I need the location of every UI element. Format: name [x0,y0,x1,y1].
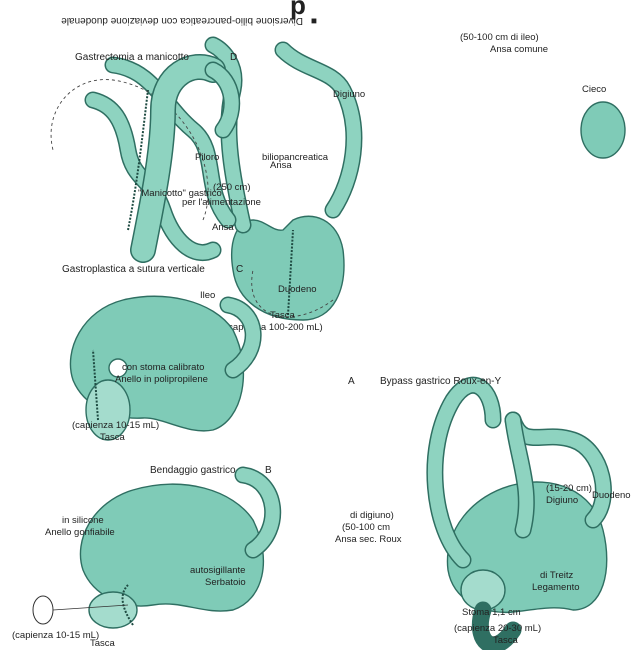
e-label-cieco: Cieco [582,84,606,95]
b-letter: B [265,465,272,476]
a-label-digiuno: Digiuno [546,495,578,506]
d-letter: D [230,52,237,63]
rotated-figure: Diversione bilio-pancreatica con deviazi… [12,15,631,649]
c-label-anello: Anello in polipropilene [115,374,208,385]
a-label-duodeno: Duodeno [592,490,631,501]
a-label-di-treitz: di Treitz [540,570,574,581]
c-label-stoma: con stoma calibrato [122,362,204,373]
b-label-serbatoio: Serbatoio [205,577,246,588]
panel-b-pouch [89,592,137,628]
c-label-tasca-cap: (capienza 10-15 mL) [72,420,159,431]
panel-b: Tasca (capienza 10-15 mL) Serbatoio auto… [12,465,273,649]
panel-c-pouch [86,380,130,440]
e-label-tasca: Tasca [270,310,296,321]
a-label-ansa-len: (50-100 cm [342,522,390,533]
c-label-tasca: Tasca [100,432,126,443]
b-title: Bendaggio gastrico [150,465,236,476]
panel-e-corner: ■ [311,15,317,26]
a-title: Bypass gastrico Roux-en-Y [380,376,501,387]
e-label-ansa-comune: Ansa comune [490,44,548,55]
a-label-digiuno-len: (15-20 cm) [546,483,592,494]
e-label-duodeno: Duodeno [278,284,317,295]
a-letter: A [348,376,355,387]
b-label-anello: Anello gonfiabile [45,527,115,538]
a-label-stoma: Stoma 1,1 cm [462,607,521,618]
d-label-piloro: Piloro [195,152,219,163]
a-label-ansa-len2: di digiuno) [350,510,394,521]
panel-e-title: Diversione bilio-pancreatica con deviazi… [61,15,303,26]
b-label-autosig: autosigillante [190,565,245,576]
d-title: Gastrectomia a manicotto [75,52,189,63]
c-letter: C [236,264,243,275]
e-label-ileo: Ileo [200,290,215,301]
panel-e-cecum [581,102,625,158]
c-title: Gastroplastica a sutura verticale [62,264,205,275]
b-label-tasca-cap: (capienza 10-15 mL) [12,630,99,641]
b-label-silicone: in silicone [62,515,104,526]
a-label-ansa-sec: Ansa sec. Roux [335,534,402,545]
e-label-ansa-alim: Ansa [212,222,234,233]
panel-b-port [33,596,53,624]
panel-a: Tasca (capienza 20-30 mL) Stoma 1,1 cm L… [335,376,631,646]
e-label-tasca-cap: (capienza 100-200 mL) [225,322,323,333]
e-label-ansa-comune2: (50-100 cm di ileo) [460,32,539,43]
e-label-digiuno: Digiuno [333,89,365,100]
a-label-legamento: Legamento [532,582,580,593]
panel-c: Tasca (capienza 10-15 mL) Anello in poli… [62,264,253,443]
a-label-tasca: Tasca [493,635,519,646]
e-label-ansa-bilio2: biliopancreatica [262,152,329,163]
d-label-manicotto: "Manicotto" gastrico [138,188,222,199]
a-label-tasca-cap: (capienza 20-30 mL) [454,623,541,634]
